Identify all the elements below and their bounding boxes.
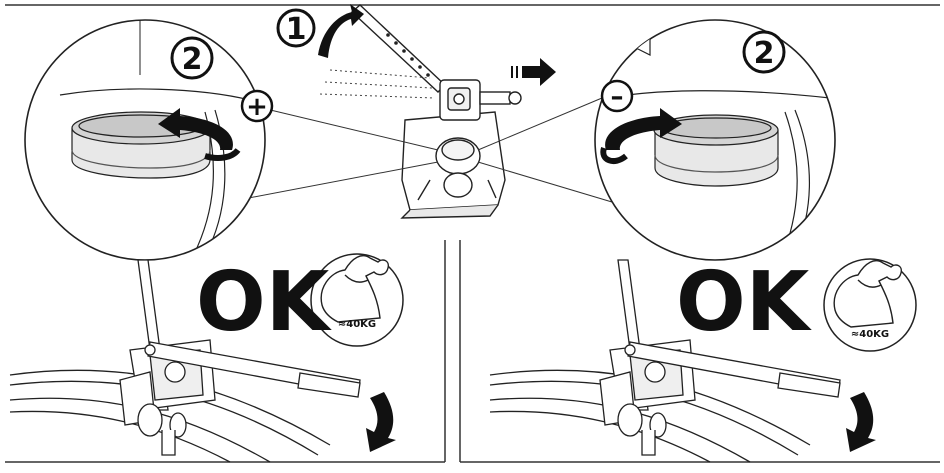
svg-text:–: – (611, 82, 624, 112)
minus-sign-badge: – (600, 79, 634, 113)
right-strength-badge: ≈40KG (823, 258, 917, 352)
push-arrow-icon (511, 58, 556, 86)
plus-sign-badge: + (240, 89, 274, 123)
rotate-arrow-icon (318, 4, 364, 58)
svg-text:≈40KG: ≈40KG (851, 329, 889, 340)
left-flexed-arm-icon (320, 254, 390, 323)
left-strength-badge: ≈40KG (310, 253, 404, 347)
right-ok-label: OK (676, 255, 813, 350)
svg-text:2: 2 (182, 42, 203, 77)
svg-text:2: 2 (754, 36, 775, 71)
svg-text:+: + (246, 92, 268, 122)
step-1-badge: 1 (276, 8, 316, 48)
right-step-2-badge: 2 (742, 30, 786, 74)
motion-lines (319, 69, 435, 99)
right-roof-bar-scene (489, 259, 841, 463)
right-down-arrow-icon (846, 392, 876, 452)
left-magnifier: + 2 (24, 19, 274, 261)
left-ok-label: OK (196, 255, 333, 350)
rotate-ccw-icon (158, 108, 233, 150)
svg-text:1: 1 (286, 12, 307, 47)
left-roof-bar-scene (9, 259, 361, 463)
right-flexed-arm-icon (833, 259, 903, 328)
panel-frame (5, 4, 940, 463)
clamp-mechanism (319, 4, 522, 219)
right-magnifier: – 2 (594, 19, 836, 261)
left-down-arrow-icon (366, 392, 396, 452)
svg-text:≈40KG: ≈40KG (338, 319, 376, 330)
rotate-cw-icon (605, 108, 682, 150)
left-step-2-badge: 2 (170, 36, 214, 80)
callout-lines (237, 97, 623, 206)
bar-holes (386, 33, 430, 77)
